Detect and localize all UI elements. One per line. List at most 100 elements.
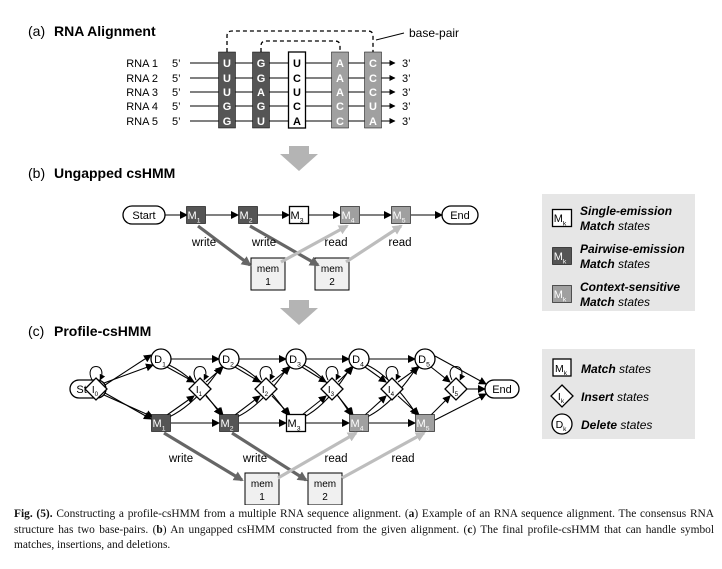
legend1-icon-1-box xyxy=(551,208,573,228)
profile-mem-1-box xyxy=(244,472,280,505)
profile-delete-state-4-circle xyxy=(348,348,370,370)
legend1-line2-2: Match states xyxy=(580,257,650,271)
profile-edge-m4-i4 xyxy=(364,395,387,416)
rna-row-1-prime5: 5’ xyxy=(172,58,181,70)
profile-insert-state-1-label: I1 xyxy=(196,385,203,398)
ungapped-op-label-4: read xyxy=(388,237,411,249)
profile-edge-i3-d4 xyxy=(337,366,354,383)
profile-insert-state-0-diamond xyxy=(84,377,108,401)
rna-row-2-prime5: 5’ xyxy=(172,73,181,85)
profile-mem-2-name: mem xyxy=(314,479,336,490)
profile-insert-loop-1 xyxy=(193,366,210,381)
profile-edge-d5-i5 xyxy=(430,366,451,383)
rna-row-4-prime3: 3’ xyxy=(402,101,411,113)
base-2-3: C xyxy=(293,73,301,85)
profile-edge-i1-m2 xyxy=(205,395,224,416)
rna-row-1-label: RNA 1 xyxy=(126,58,158,70)
profile-mem-1-name: mem xyxy=(251,479,273,490)
profile-mem-2-box xyxy=(307,472,343,505)
ungapped-op-label-1: write xyxy=(191,237,216,249)
profile-match-state-5-box xyxy=(415,414,435,432)
ungapped-write-arrow-2 xyxy=(249,224,320,267)
profile-end-label: End xyxy=(492,384,512,396)
base-3-1: U xyxy=(223,87,231,99)
ungapped-mem-2-name: mem xyxy=(321,264,343,275)
base-4-1: G xyxy=(223,101,232,113)
profile-edge-i2-m3 xyxy=(271,395,291,416)
profile-delete-state-2-label: D2 xyxy=(222,354,234,368)
profile-mem-2-index: 2 xyxy=(322,492,328,503)
legend2-text-1: Match states xyxy=(581,362,651,376)
panel-b-title: Ungapped csHMM xyxy=(54,165,175,181)
profile-delete-state-5-label: D5 xyxy=(418,354,430,368)
caption-text-1: Constructing a profile-csHMM from a mult… xyxy=(52,508,409,520)
ungapped-mem-1-box xyxy=(250,257,286,291)
down-arrow-b-c xyxy=(280,300,318,325)
legend2-icon-2-label: Ik xyxy=(558,391,565,405)
profile-insert-loop-0 xyxy=(89,366,106,381)
panel-c-title: Profile-csHMM xyxy=(54,323,151,339)
profile-insert-state-3-label: I3 xyxy=(328,385,335,398)
rna-row-1-prime3: 3’ xyxy=(402,58,411,70)
rna-row-3-prime3: 3’ xyxy=(402,87,411,99)
profile-edge-d1-i1 xyxy=(166,366,195,383)
legend2-icon-3-label: Dk xyxy=(556,419,568,433)
caption-ref-a: a xyxy=(408,508,415,520)
caption-fig-label: Fig. (5). xyxy=(14,508,53,520)
panel-a-letter: (a) xyxy=(28,23,45,39)
base-1-3: U xyxy=(293,58,301,70)
profile-edge-i4-d5 xyxy=(397,366,420,383)
profile-match-state-2-box xyxy=(219,414,239,432)
ungapped-state-3-box xyxy=(288,205,310,225)
profile-op-label-3: read xyxy=(324,453,347,465)
profile-edge-m5-end xyxy=(434,393,487,421)
profile-insert-state-4-label: I4 xyxy=(388,385,395,398)
profile-read-arrow-1 xyxy=(277,431,358,480)
base-3-2: A xyxy=(257,87,265,99)
rna-row-5-label: RNA 5 xyxy=(126,116,158,128)
rna-row-2-label: RNA 2 xyxy=(126,73,158,85)
profile-insert-state-2-label: I2 xyxy=(262,385,269,398)
profile-insert-state-1-diamond xyxy=(188,377,212,401)
ungapped-state-2-box xyxy=(238,206,258,224)
profile-delete-state-3-label: D3 xyxy=(289,354,301,368)
base-1-4: A xyxy=(336,58,344,70)
ungapped-read-arrow-2 xyxy=(345,224,403,264)
base-5-1: G xyxy=(223,116,232,128)
legend1-line1-1: Single-emission xyxy=(580,204,672,218)
caption-text-2: ) Example of an RNA sequence alignment. … xyxy=(14,508,714,536)
profile-write-arrow-1 xyxy=(163,431,244,482)
legend1-line1-3: Context-sensitive xyxy=(580,280,680,294)
legend1-icon-3-box xyxy=(552,285,572,303)
profile-mem-1-index: 1 xyxy=(259,492,265,503)
base-4-2: G xyxy=(257,101,266,113)
ungapped-mem-1-name: mem xyxy=(257,264,279,275)
base-4-4: C xyxy=(336,101,344,113)
profile-edge-i4-m5 xyxy=(397,395,420,416)
profile-delete-state-2-circle xyxy=(218,348,240,370)
legend2-icon-1-shape xyxy=(552,358,572,377)
alignment-column-4 xyxy=(331,51,349,129)
profile-edge-i0-d1 xyxy=(103,363,154,384)
legend2-text-3: Delete states xyxy=(581,418,652,432)
profile-edge-d4-i4 xyxy=(364,366,387,383)
base-1-2: G xyxy=(257,58,266,70)
profile-match-state-1-box xyxy=(151,414,171,432)
profile-delete-state-1-circle xyxy=(150,348,172,370)
base-1-5: C xyxy=(369,58,377,70)
ungapped-mem-1-index: 1 xyxy=(265,277,271,288)
profile-insert-state-4-diamond xyxy=(380,377,404,401)
rna-row-5-prime5: 5’ xyxy=(172,116,181,128)
profile-edge-i2-d3 xyxy=(271,366,291,383)
ungapped-state-1-box xyxy=(186,206,206,224)
legend1-line2-1: Match states xyxy=(580,219,650,233)
profile-insert-loop-3 xyxy=(325,366,342,381)
profile-delete-state-3-circle xyxy=(285,348,307,370)
base-3-5: C xyxy=(369,87,377,99)
base-2-1: U xyxy=(223,73,231,85)
base-5-3: A xyxy=(293,116,301,128)
legend2-icon-2-shape xyxy=(550,384,574,408)
ungapped-state-4-box xyxy=(340,206,360,224)
